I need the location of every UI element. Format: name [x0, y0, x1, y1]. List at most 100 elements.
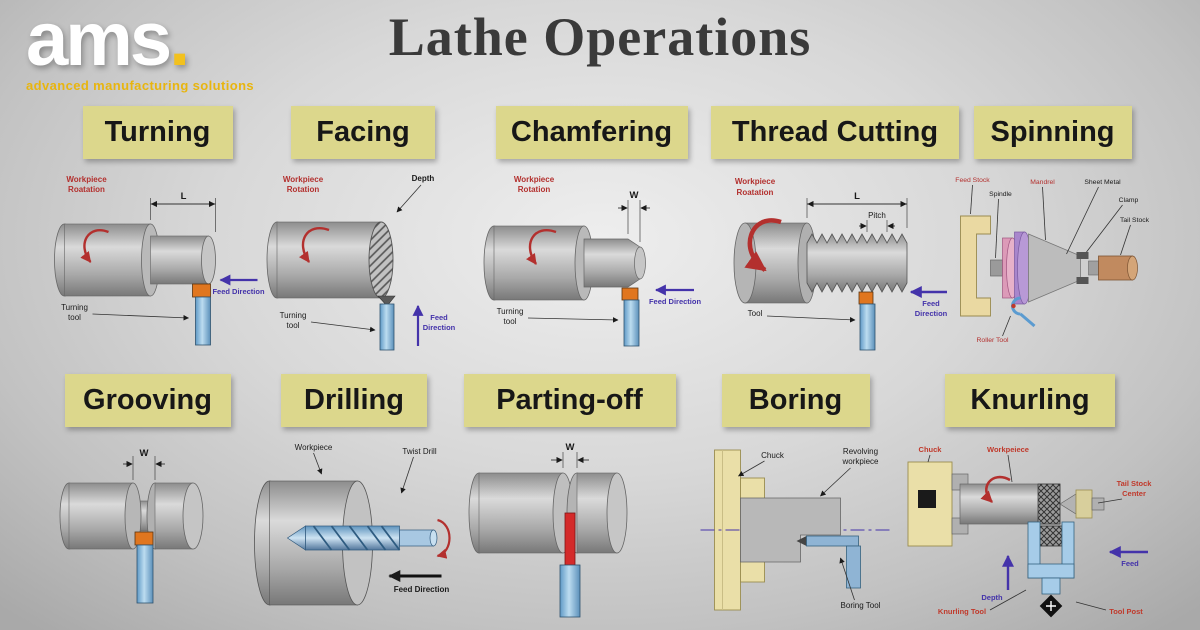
thread-tool-shape	[858, 291, 876, 351]
knurling-tool-leader	[989, 589, 1027, 611]
thread-pitch-dimension: Pitch	[859, 211, 895, 232]
thread-pitch-label: Pitch	[868, 211, 886, 220]
chamfering-diagram: Workpiece Rotation W Turning tool Feed D…	[483, 175, 701, 347]
facing-tool-leader	[310, 321, 376, 333]
op-label-drilling: Drilling	[281, 374, 427, 427]
boring-tool-leader	[838, 557, 855, 601]
ams-logo: ams. advanced manufacturing solutions	[26, 2, 266, 94]
thread-length-dimension: L	[806, 191, 908, 228]
logo-wordmark: ams.	[26, 2, 266, 78]
spinning-spindle-label: Spindle	[989, 191, 1012, 198]
chamfering-workpiece	[483, 225, 646, 301]
rotation-arrow-icon	[436, 518, 451, 559]
chamfering-rotation-label-1: Workpiece	[513, 175, 554, 184]
knurling-feed-label: Feed	[1121, 559, 1139, 568]
spinning-roller-tool-shape	[1010, 296, 1035, 328]
op-label-chamfering: Chamfering	[495, 106, 688, 159]
spinning-roller-tool-label: Roller Tool	[976, 337, 1008, 344]
parting-width-dimension: W	[550, 442, 589, 468]
knurling-tailstock	[1059, 489, 1105, 519]
knurling-chuck-leader	[927, 454, 931, 463]
op-label-parting-off: Parting-off	[463, 374, 676, 427]
drilling-workpiece-label: Workpiece	[295, 443, 333, 452]
logo-dot: .	[169, 0, 190, 82]
facing-tool-shape	[377, 295, 396, 351]
spinning-roller-tool-leader	[1001, 315, 1011, 337]
turning-feed-label: Feed Direction	[212, 287, 265, 296]
grooving-width-dimension: W	[122, 448, 165, 480]
boring-chuck-label: Chuck	[761, 451, 785, 460]
op-turning: Turning Workpiece Roatation L	[45, 106, 270, 366]
parting-tool-shape	[559, 512, 580, 618]
thread-rotation-label-2: Roatation	[737, 188, 774, 197]
drilling-twist-drill-leader	[400, 456, 414, 494]
knurling-tailstock-label-2: Center	[1122, 489, 1146, 498]
drilling-diagram: Workpiece Twist Drill Feed Direction	[254, 443, 451, 606]
spinning-tail-stock-label: Tail Stock	[1119, 217, 1149, 224]
spinning-spindle-leader	[994, 198, 999, 259]
knurling-tool-label: Knurling Tool	[938, 607, 986, 616]
boring-revolving-label-1: Revolving	[842, 447, 877, 456]
thread-rotation-label-1: Workpiece	[735, 177, 776, 186]
op-label-grooving: Grooving	[64, 374, 231, 427]
op-thread-cutting: Thread Cutting Workpiece Roatation L	[710, 106, 960, 366]
op-drilling: Drilling Workpiece Twist Drill	[240, 374, 468, 630]
turning-tool-label-2: tool	[68, 313, 81, 322]
op-label-turning: Turning	[82, 106, 233, 159]
turning-tool-leader	[91, 313, 189, 321]
op-facing: Facing Workpiece Rotation Depth Feed Dir…	[258, 106, 468, 366]
facing-rotation-label-2: Rotation	[287, 185, 320, 194]
spinning-mandrel-label: Mandrel	[1030, 179, 1055, 186]
logo-tagline: advanced manufacturing solutions	[26, 78, 255, 94]
boring-tool-label: Boring Tool	[840, 601, 880, 610]
knurling-workpiece-leader	[1007, 454, 1013, 483]
knurling-tailstock-leader	[1097, 498, 1123, 504]
thread-feed-label-2: Direction	[915, 309, 948, 318]
tool-post-icon	[1039, 594, 1063, 618]
thread-tool-leader	[766, 315, 856, 323]
turning-rotation-label-2: Roatation	[68, 185, 105, 194]
knurling-tool-shape	[1027, 521, 1075, 595]
page-title: Lathe Operations	[388, 7, 812, 67]
spinning-clamp-leader	[1085, 204, 1123, 253]
op-label-boring: Boring	[721, 374, 870, 427]
boring-diagram: Chuck Revolving workpiece Boring Tool	[700, 447, 893, 611]
turning-tool-shape	[191, 283, 211, 346]
drilling-twist-drill-label: Twist Drill	[402, 447, 436, 456]
thread-tool-label: Tool	[748, 309, 763, 318]
thread-cutting-diagram: Workpiece Roatation L Pitch Tool	[733, 177, 948, 351]
boring-workpiece	[739, 497, 841, 563]
facing-depth-label: Depth	[412, 174, 435, 183]
rotation-arrow-icon	[744, 218, 782, 272]
op-label-spinning: Spinning	[973, 106, 1132, 159]
op-label-knurling: Knurling	[945, 374, 1115, 427]
chamfering-tool-leader	[527, 317, 619, 323]
knurling-chuck-label: Chuck	[919, 445, 943, 454]
turning-rotation-label-1: Workpiece	[66, 175, 107, 184]
facing-tool-label-2: tool	[287, 321, 300, 330]
op-grooving: Grooving W	[50, 374, 245, 630]
facing-depth-leader	[396, 184, 422, 213]
rotation-arrow-icon	[525, 229, 556, 265]
op-knurling: Knurling	[900, 374, 1160, 630]
knurling-chuck	[907, 461, 969, 547]
turning-workpiece	[53, 223, 216, 297]
grooving-diagram: W	[59, 448, 203, 604]
op-label-thread-cutting: Thread Cutting	[711, 106, 959, 159]
grooving-dim-w: W	[139, 448, 148, 459]
facing-feed-label-2: Direction	[423, 323, 456, 332]
parting-workpiece	[468, 472, 627, 554]
turning-length-dimension: L	[149, 191, 216, 232]
op-label-facing: Facing	[291, 106, 435, 159]
op-spinning: Spinning Feed Stock	[950, 106, 1155, 366]
drilling-twist-drill	[286, 525, 438, 551]
knurling-depth-label: Depth	[981, 593, 1003, 602]
spinning-mandrel-leader	[1041, 186, 1046, 241]
knurling-workpiece	[959, 483, 1061, 525]
facing-workpiece	[266, 221, 394, 299]
chamfering-tool-shape	[621, 287, 639, 347]
rotation-arrow-icon	[79, 229, 109, 263]
spinning-sheet-metal-leader	[1065, 186, 1099, 255]
facing-diagram: Workpiece Rotation Depth Feed Direction …	[266, 174, 456, 351]
